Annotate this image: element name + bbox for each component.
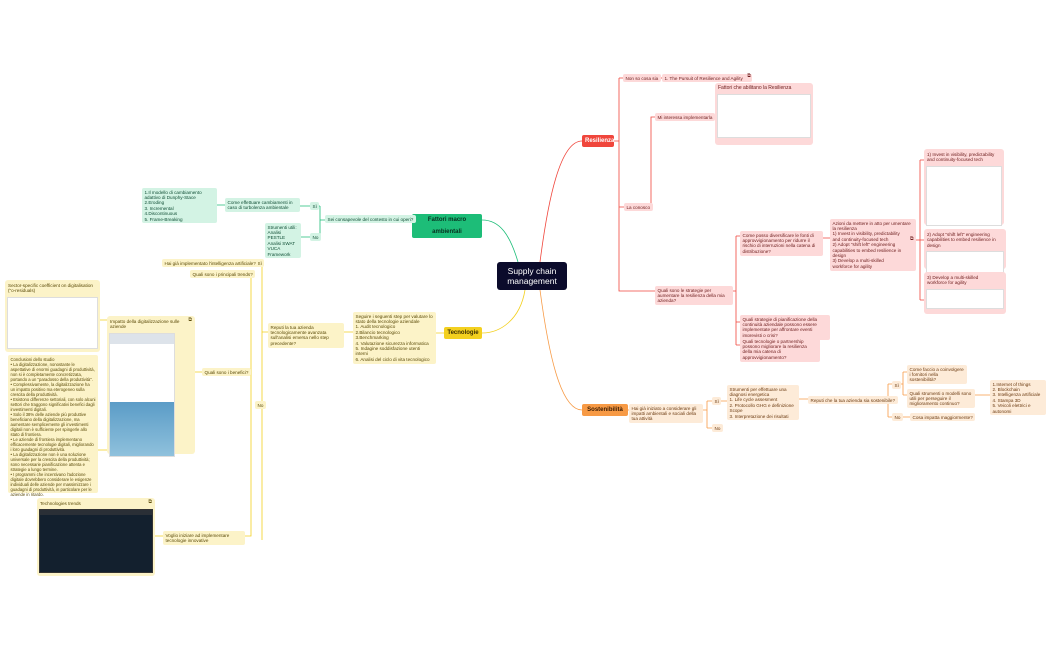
node-no[interactable]: No [310, 233, 321, 242]
chart-image [926, 165, 1002, 226]
node-consapevole[interactable]: Sei consapevole del contesto in cui oper… [325, 215, 416, 224]
node-si[interactable]: Sì [310, 202, 320, 211]
node-trends[interactable]: Quali sono i principali trends? [190, 270, 256, 279]
node-strategie[interactable]: Quali sono le strategie per aumentare la… [655, 286, 733, 306]
card-title: Impatto della digitalizzazione sulle azi… [110, 319, 180, 330]
node-tecnologie-partnership[interactable]: Quali tecnologie o partnership possono m… [740, 337, 820, 362]
card-fattori-resilienza[interactable]: Fattori che abilitano la Resilienza [715, 83, 813, 145]
diagram-image [926, 251, 1004, 274]
node-reputi-sostenibile[interactable]: Reputi che la tua azienda sia sostenibil… [808, 396, 898, 405]
node-benefici[interactable]: Quali sono i benefici? [202, 368, 251, 377]
link-pursuit[interactable]: 1. The Pursuit of Resilience and Agility… [662, 73, 752, 83]
card-title: Technologies trends [40, 501, 81, 506]
link-label[interactable]: 1. The Pursuit of Resilience and Agility [664, 75, 743, 81]
central-topic[interactable]: Supply chain management [497, 262, 567, 290]
card-technologies-trends[interactable]: Technologies trends ⧉ [37, 498, 155, 576]
chart-image [7, 296, 98, 349]
external-link-icon[interactable]: ⧉ [910, 236, 914, 242]
node-iniziare[interactable]: Voglio iniziare ad implementare tecnolog… [163, 531, 245, 545]
card-title: 2) Adopt "shift left" engineering capabi… [927, 232, 996, 248]
card-impatto-digitalizzazione[interactable]: Impatto della digitalizzazione sulle azi… [107, 316, 195, 457]
card-multi-skilled[interactable]: 3) Develop a multi-skilled workforce for… [924, 272, 1006, 314]
card-title: 3) Develop a multi-skilled workforce for… [927, 275, 979, 286]
topic-resilienza[interactable]: Resilienza [582, 135, 614, 147]
node-si[interactable]: Sì [712, 397, 722, 406]
document-image [109, 332, 175, 457]
node-cambiamenti[interactable]: Come effettuare cambiamenti in caso di t… [225, 198, 300, 212]
screenshot-image [39, 509, 153, 574]
node-no[interactable]: No [712, 424, 723, 433]
node-step[interactable]: Seguire i seguenti step per valutare lo … [353, 312, 436, 364]
external-link-icon[interactable]: ⧉ [148, 499, 152, 505]
node-reputi-tecnologica[interactable]: Reputi la tua azienda tecnologicamente a… [268, 323, 344, 348]
diagram-image [926, 288, 1004, 309]
external-link-icon[interactable]: ⧉ [747, 73, 751, 79]
topic-fattori-macro[interactable]: Fattori macro ambientali [412, 214, 482, 238]
card-shift-left[interactable]: 2) Adopt "shift left" engineering capabi… [924, 229, 1006, 274]
external-link-icon[interactable]: ⧉ [188, 317, 192, 323]
node-strumenti-diagnosi[interactable]: Strumenti per effettuare una diagnosi en… [727, 385, 799, 421]
node-mi-interessa[interactable]: Mi interessa implementarla [655, 113, 715, 122]
node-non-so[interactable]: Non so cosa sia [623, 74, 661, 83]
node-fornitori[interactable]: Come faccio a coinvolgere i fornitori ne… [907, 365, 967, 385]
topic-tecnologie[interactable]: Tecnologie [444, 327, 482, 339]
card-title: 1) Invest in visibility, predictability … [927, 152, 995, 163]
infographic-image [717, 94, 811, 139]
node-no[interactable]: No [892, 413, 903, 422]
node-modelli[interactable]: Quali strumenti o modelli sono utili per… [907, 389, 975, 409]
node-modello-dunphy[interactable]: 1.Il modello di cambiamento adattivo di … [142, 188, 217, 224]
card-sector-coefficient[interactable]: Sector-specific coefficient on digitalis… [5, 280, 100, 352]
node-azioni[interactable]: Azioni da mettere in atto per umentare l… [830, 219, 916, 271]
topic-sostenibilita[interactable]: Sostenibilità [582, 404, 628, 416]
card-title: Fattori che abilitano la Resilienza [718, 85, 792, 91]
node-conclusioni[interactable]: Conclusioni dello studio • La digitalizz… [8, 355, 98, 497]
card-title: Sector-specific coefficient on digitalis… [8, 283, 93, 294]
node-si[interactable]: Sì [255, 259, 265, 268]
node-si[interactable]: Sì [892, 381, 902, 390]
node-no[interactable]: No [255, 401, 266, 410]
node-impatta[interactable]: Cosa impatta maggiormente? [910, 413, 976, 422]
node-pianificazione[interactable]: Quali strategie di pianificazione della … [740, 315, 830, 340]
card-invest[interactable]: 1) Invest in visibility, predictability … [924, 149, 1004, 226]
node-impatti[interactable]: Hai già iniziato a considerare gli impat… [629, 404, 703, 424]
node-ia[interactable]: Hai già implementato l'intelligenza arti… [162, 259, 259, 268]
node-lista-tecnologie[interactable]: 1.Internet of things 2. Blockchain 3. In… [990, 380, 1046, 416]
node-diversificare[interactable]: Come posso diversificare le fonti di app… [740, 231, 823, 256]
node-la-conosco[interactable]: La conosco [624, 203, 653, 212]
node-strumenti-utili[interactable]: Strumenti utili: Analisi PESTLE Analisi … [265, 223, 301, 259]
